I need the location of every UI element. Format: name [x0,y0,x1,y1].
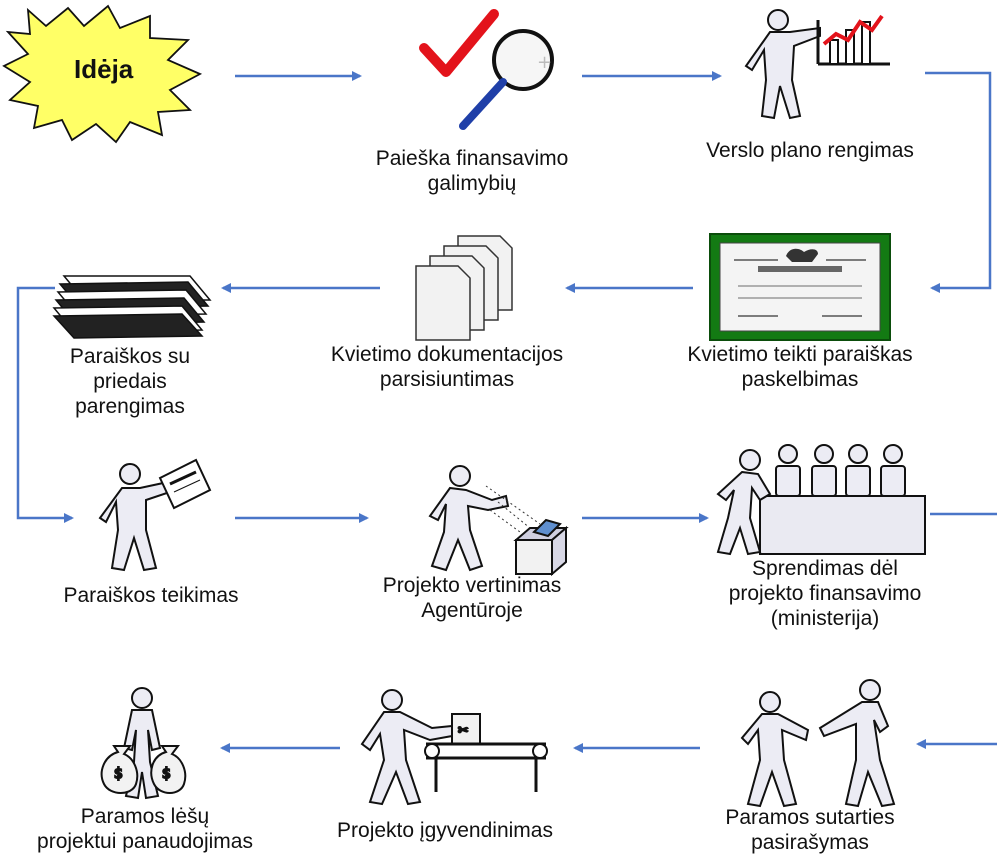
paper-stack-icon [52,275,212,339]
svg-text:$: $ [162,766,171,782]
certificate-icon [709,233,891,341]
documents-stack-icon [415,235,513,341]
person-money-bags-icon: $ $ [100,687,187,800]
step-label-business-plan: Verslo plano rengimas [706,139,914,162]
check-magnifier-icon: + [419,9,554,130]
idea-starburst [2,4,203,144]
svg-text:✂: ✂ [458,723,468,737]
arrow-plan-to-call [925,71,992,293]
step-label-implementation: Projekto įgyvendinimas [337,819,553,842]
person-with-chart-icon [744,9,890,120]
arrow-prep-to-submit [16,286,74,523]
person-submitting-icon [98,458,212,572]
jury-panel-icon [716,444,926,556]
person-evaluating-icon [428,465,569,577]
start-label: Idėja [74,54,134,84]
svg-text:$: $ [114,766,123,782]
flow-arrows [16,71,997,753]
step-label-application-submit: Paraiškos teikimas [63,584,239,607]
svg-text:+: + [537,52,552,73]
handshake-icon [740,679,896,808]
person-conveyor-icon: ✂ [360,689,548,806]
